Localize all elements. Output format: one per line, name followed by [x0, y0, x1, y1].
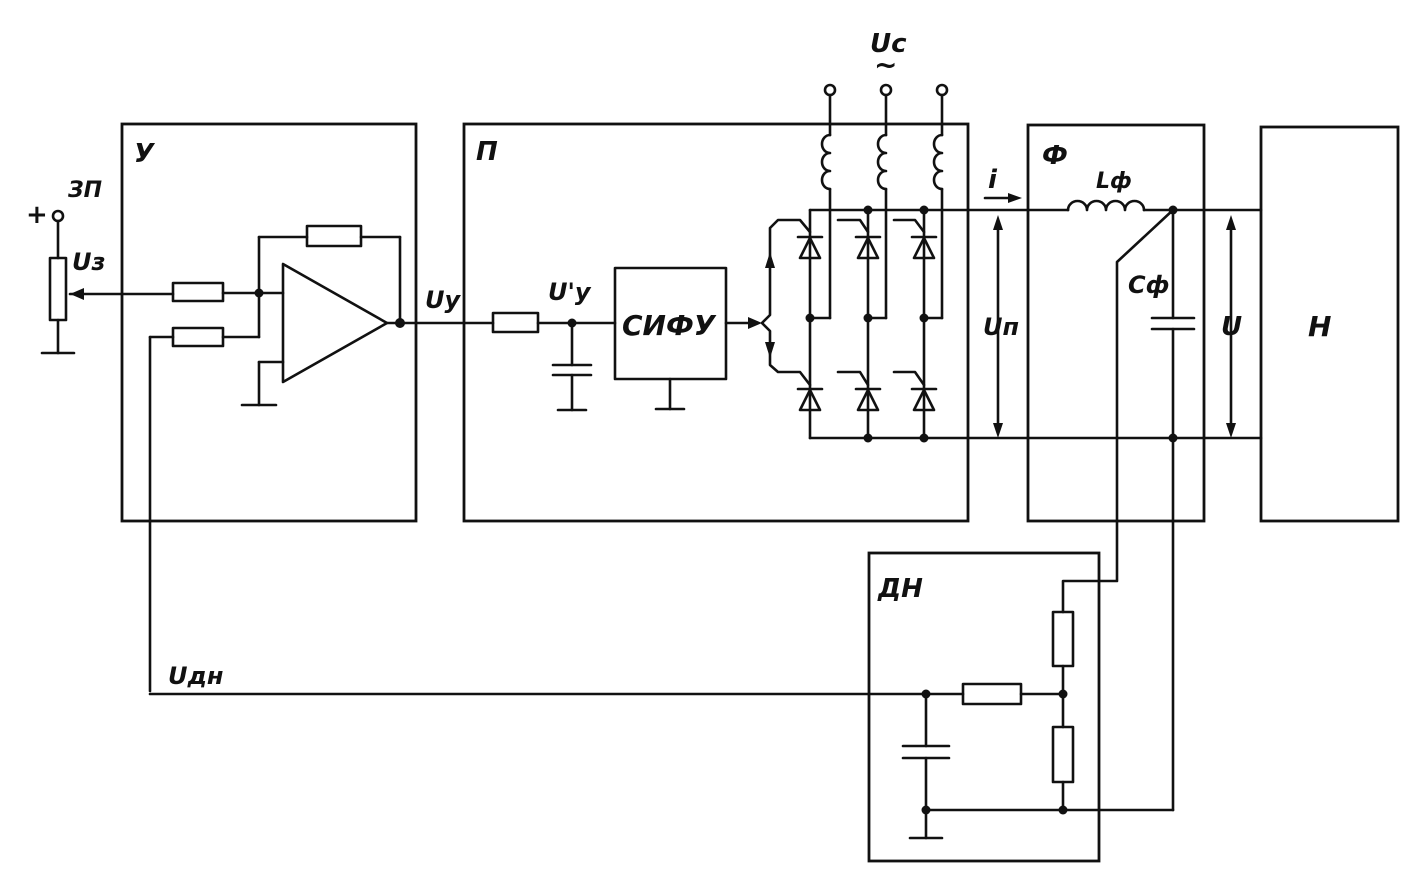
load-block	[1259, 125, 1400, 523]
op-amp-circuit	[148, 224, 495, 693]
setpoint-label: ЗП	[67, 178, 102, 203]
load-title: Н	[1308, 310, 1331, 343]
op-amp-triangle	[281, 262, 389, 384]
current-arrow	[983, 193, 1022, 203]
supply-inductors	[820, 83, 949, 320]
filter-title: Ф	[1042, 141, 1068, 171]
control-pulse-lines	[724, 218, 926, 387]
filter-inductor	[1066, 199, 1263, 212]
voltage-sensor-block	[867, 551, 1101, 863]
u-sensor-label: Uдн	[168, 662, 223, 690]
converter-title: П	[476, 137, 498, 167]
pulse-control-label: СИФУ	[622, 309, 717, 342]
amplifier-title: У	[134, 139, 156, 169]
sensor-feed-line	[1061, 208, 1175, 614]
rc-filter-input	[491, 311, 617, 412]
u-output-label: U	[1221, 312, 1242, 342]
capacitor-label: Cф	[1128, 271, 1169, 299]
inductor-label: Lф	[1096, 169, 1132, 194]
u-supply-label: Uс	[870, 29, 907, 59]
u-converter-arrow	[993, 215, 1003, 438]
u-amp-label: Uу	[425, 286, 461, 314]
supply-tilde: ~	[874, 48, 897, 81]
current-label: i	[988, 165, 998, 195]
u-amp-prime-label: U'у	[548, 278, 592, 306]
u-converter-label: Uп	[983, 313, 1019, 341]
u-output-arrow	[1226, 215, 1236, 438]
amplifier-block	[120, 122, 418, 523]
voltage-divider	[148, 610, 1175, 840]
thyristor-bridge	[796, 205, 1263, 443]
plus-sign: +	[26, 200, 48, 230]
voltage-sensor-title: ДН	[877, 574, 923, 604]
setpoint-potentiometer	[40, 209, 175, 355]
u-setpoint-label: Uз	[72, 248, 105, 276]
